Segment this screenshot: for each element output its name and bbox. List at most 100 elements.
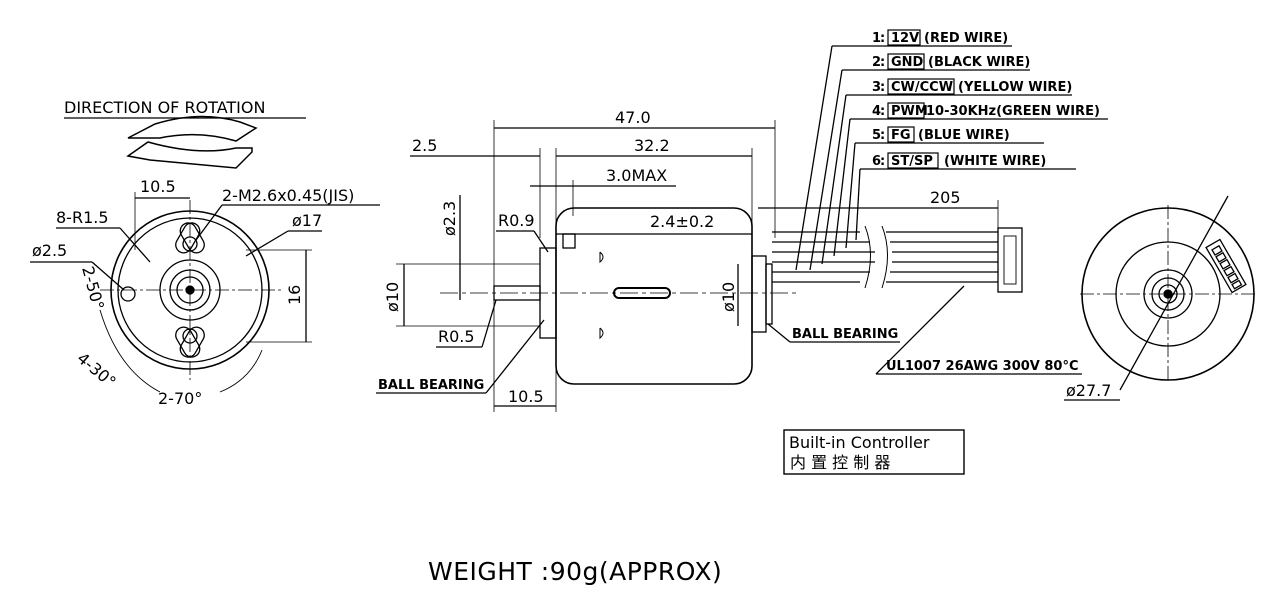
wire-6-num: 6 xyxy=(872,154,881,169)
angle-4-30-label: 4-30° xyxy=(73,349,119,392)
cable-break-left xyxy=(864,225,871,289)
ball-bearing-right-label: BALL BEARING xyxy=(792,327,898,342)
svg-text::: : xyxy=(880,55,885,70)
wire-3-code: CW/CCW xyxy=(891,80,953,95)
rear-view: ø27.7 xyxy=(1064,195,1256,401)
thread-label: 2-M2.6x0.45(JIS) xyxy=(222,186,354,205)
wire-2-num: 2 xyxy=(872,55,881,70)
svg-text::: : xyxy=(880,80,885,95)
ball-bearing-left-leader xyxy=(485,319,545,394)
wire-2-desc: (BLACK WIRE) xyxy=(928,55,1030,70)
wire-1-box xyxy=(887,29,921,46)
dia27-7-leader xyxy=(1119,195,1229,391)
body-mark-1 xyxy=(599,251,604,264)
r0-5-label: R0.5 xyxy=(438,327,475,346)
cable-spec-leader xyxy=(875,285,965,375)
wire-3-num: 3 xyxy=(872,80,881,95)
dia17-label: ø17 xyxy=(292,211,322,230)
cable-spec-label: UL1007 26AWG 300V 80°C xyxy=(886,359,1079,374)
wire-leader-4 xyxy=(833,118,851,257)
rear-pin-4 xyxy=(1223,265,1235,277)
wire-5-code: FG xyxy=(891,128,911,143)
dia2-3-label: ø2.3 xyxy=(440,201,459,236)
wire-4-box xyxy=(887,102,925,119)
rear-cap xyxy=(765,263,773,325)
wire-5-num: 5 xyxy=(872,128,881,143)
controller-box-frame xyxy=(783,429,965,475)
wire-leader-6 xyxy=(855,168,861,241)
r0-9-label: R0.9 xyxy=(498,211,535,230)
rear-pin-3 xyxy=(1219,258,1231,270)
rear-pin-1 xyxy=(1211,244,1223,256)
side-view: 47.0 2.5 32.2 3.0MAX ø2.3 R0.9 2.4±0.2 xyxy=(376,108,1082,412)
dim-10-5-label: 10.5 xyxy=(140,177,176,196)
wire-3-box xyxy=(887,78,955,95)
wire-1-code: 12V xyxy=(891,31,919,46)
dia17-leader xyxy=(245,230,289,257)
rear-pin-2 xyxy=(1215,251,1227,263)
dia2-5-label: ø2.5 xyxy=(32,241,67,260)
thread-leader xyxy=(195,204,223,241)
ball-bearing-left-label: BALL BEARING xyxy=(378,378,484,393)
ball-bearing-right-leader xyxy=(767,323,791,343)
wire-leader-5 xyxy=(845,142,856,249)
wire-1-desc: (RED WIRE) xyxy=(924,31,1008,46)
dim2-5-label: 2.5 xyxy=(412,136,437,155)
wire-5-box xyxy=(887,126,915,143)
wire-4-num: 4 xyxy=(872,104,881,119)
connector xyxy=(997,227,1023,293)
small-hole-left xyxy=(120,286,136,302)
wire-2-box xyxy=(887,53,925,70)
rear-connector xyxy=(1205,238,1247,294)
controller-line2: 内 置 控 制 器 xyxy=(790,453,890,472)
wire-leader-3 xyxy=(821,94,847,265)
svg-text::: : xyxy=(880,31,885,46)
dia2-5-leader xyxy=(91,261,125,291)
dia10-left-label: ø10 xyxy=(383,282,402,312)
controller-line1: Built-in Controller xyxy=(789,433,930,452)
body-mark-2 xyxy=(599,327,604,340)
rear-pin-5 xyxy=(1227,272,1239,284)
rotation-arrow-bottom-icon xyxy=(126,141,253,169)
slot-2 xyxy=(179,222,205,254)
rotation-arrow-top-icon xyxy=(127,115,258,142)
rear-pin-6 xyxy=(1231,279,1243,290)
svg-text::: : xyxy=(880,154,885,169)
wire-1-num: 1 xyxy=(872,31,881,46)
angle-arc-left xyxy=(99,309,161,393)
angle-2-70-label: 2-70° xyxy=(158,389,202,408)
wire-leader-1 xyxy=(795,45,833,271)
wire-leader-2 xyxy=(809,69,843,271)
r0-5-leader xyxy=(481,299,497,348)
r1-5-leader xyxy=(119,227,151,263)
rear-bearing-boss xyxy=(751,255,767,333)
front-notch xyxy=(562,233,576,249)
dim10-5-bottom-label: 10.5 xyxy=(508,387,544,406)
dim16-label: 16 xyxy=(285,285,304,305)
front-view: DIRECTION OF ROTATION 10.5 2-M2.6x0.45(J… xyxy=(30,98,380,408)
dim47-label: 47.0 xyxy=(615,108,651,127)
r0-9-leader xyxy=(533,230,549,253)
dim32-2-label: 32.2 xyxy=(634,136,670,155)
slot-4 xyxy=(179,326,205,358)
wire-4-desc: 10-30KHz(GREEN WIRE) xyxy=(926,104,1100,119)
connector-inner xyxy=(1003,235,1017,285)
dia10-right-label: ø10 xyxy=(719,282,738,312)
dim3max-label: 3.0MAX xyxy=(606,166,667,185)
dim205-label: 205 xyxy=(930,188,961,207)
rotation-title: DIRECTION OF ROTATION xyxy=(64,98,265,117)
wire-6-desc: (WHITE WIRE) xyxy=(944,154,1046,169)
cable-break-right xyxy=(881,225,888,289)
wire-table: 1 : 12V (RED WIRE) 2 : GND (BLACK WIRE) … xyxy=(795,29,1108,271)
wire-3-desc: (YELLOW WIRE) xyxy=(958,80,1072,95)
svg-text::: : xyxy=(880,104,885,119)
r1-5-label: 8-R1.5 xyxy=(56,208,109,227)
svg-text::: : xyxy=(880,128,885,143)
angle-arc-right xyxy=(219,349,263,393)
controller-box: Built-in Controller 内 置 控 制 器 xyxy=(783,429,965,475)
wire-6-box xyxy=(887,152,939,169)
wire-2-code: GND xyxy=(891,55,924,70)
weight-label: WEIGHT :90g(APPROX) xyxy=(428,557,722,586)
wire-4-code: PWM xyxy=(891,104,928,119)
